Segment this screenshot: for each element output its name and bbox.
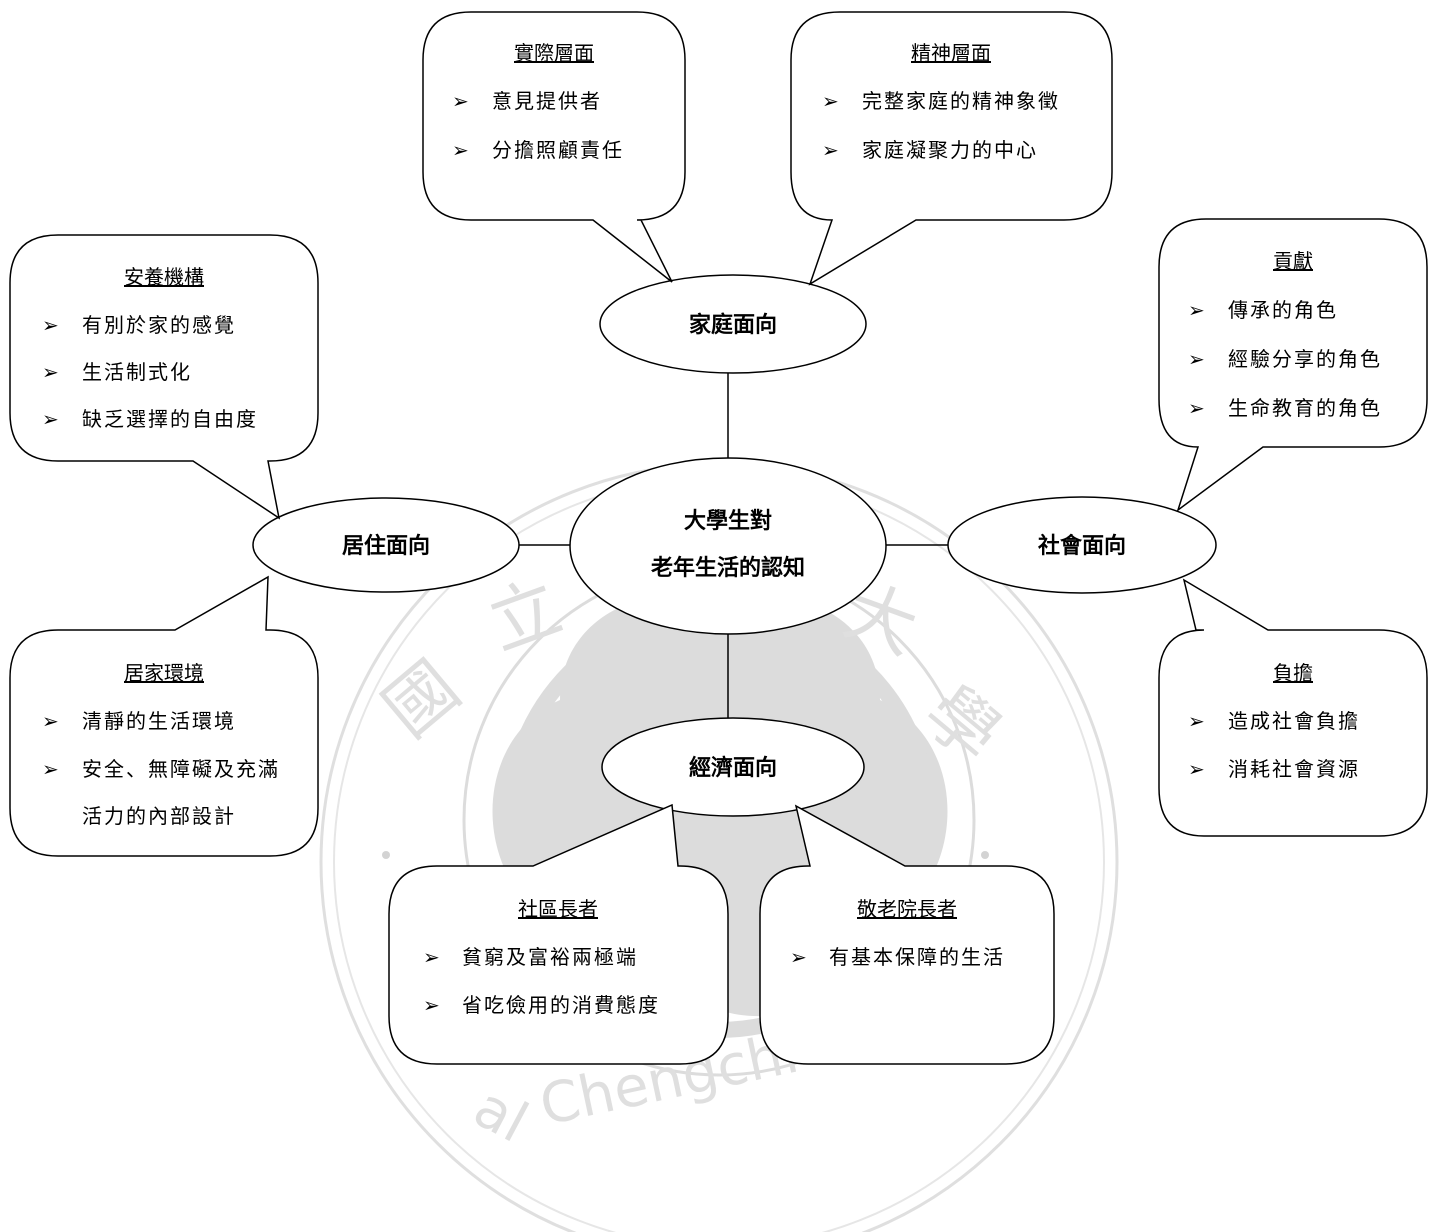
bullet-icon: ➢ (790, 945, 809, 969)
bullet-icon: ➢ (423, 945, 442, 969)
bubble-spiritual: 精神層面 ➢ 完整家庭的精神象徵 ➢ 家庭凝聚力的中心 (790, 11, 1113, 286)
bullet-icon: ➢ (822, 138, 841, 162)
bubble-institution-title: 安養機構 (124, 265, 204, 289)
center-line-1: 大學生對 (684, 508, 772, 534)
bullet-icon: ➢ (42, 757, 61, 781)
bubble-institution-item-3: 缺乏選擇的自由度 (82, 407, 258, 431)
node-living: 居住面向 (252, 497, 520, 593)
node-economic: 經濟面向 (601, 717, 865, 817)
bullet-icon: ➢ (1188, 396, 1207, 420)
family-label: 家庭面向 (689, 312, 777, 338)
bubble-community-item-2: 省吃儉用的消費態度 (462, 993, 660, 1017)
bubble-institution: 安養機構 ➢ 有別於家的感覺 ➢ 生活制式化 ➢ 缺乏選擇的自由度 (9, 234, 319, 520)
social-label: 社會面向 (1038, 533, 1126, 559)
bubble-home-env-title: 居家環境 (124, 661, 204, 685)
bubble-burden: 負擔 ➢ 造成社會負擔 ➢ 消耗社會資源 (1158, 578, 1428, 837)
bubble-practical-item-1: 意見提供者 (492, 89, 602, 113)
bullet-icon: ➢ (822, 89, 841, 113)
bubble-community-item-1: 貧窮及富裕兩極端 (462, 945, 638, 969)
living-label: 居住面向 (342, 533, 430, 559)
bullet-icon: ➢ (1188, 298, 1207, 322)
bullet-icon: ➢ (42, 360, 61, 384)
bubble-nursing-home-item-1: 有基本保障的生活 (829, 945, 1005, 969)
bubble-home-env: 居家環境 ➢ 清靜的生活環境 ➢ 安全、無障礙及充滿 活力的內部設計 (9, 575, 319, 857)
economic-label: 經濟面向 (689, 755, 777, 781)
bullet-icon: ➢ (42, 313, 61, 337)
bubble-contribution-item-1: 傳承的角色 (1228, 298, 1338, 322)
bullet-icon: ➢ (423, 993, 442, 1017)
bubble-burden-title: 負擔 (1273, 661, 1313, 685)
bubble-burden-item-1: 造成社會負擔 (1228, 709, 1360, 733)
bullet-icon: ➢ (1188, 757, 1207, 781)
node-center: 大學生對 老年生活的認知 (569, 457, 887, 635)
bubble-community: 社區長者 ➢ 貧窮及富裕兩極端 ➢ 省吃儉用的消費態度 (388, 803, 729, 1065)
bubble-home-env-item-2: 安全、無障礙及充滿 (82, 757, 280, 781)
bullet-icon: ➢ (42, 709, 61, 733)
bubble-practical-item-2: 分擔照顧責任 (492, 138, 624, 162)
bubble-contribution-title: 貢獻 (1273, 249, 1313, 273)
bubble-nursing-home: 敬老院長者 ➢ 有基本保障的生活 (759, 804, 1055, 1065)
bubble-spiritual-item-1: 完整家庭的精神象徵 (862, 89, 1060, 113)
bubble-home-env-item-1: 清靜的生活環境 (82, 709, 236, 733)
bullet-icon: ➢ (452, 138, 471, 162)
bubble-nursing-home-title: 敬老院長者 (857, 897, 957, 921)
bullet-icon: ➢ (1188, 347, 1207, 371)
bubble-contribution-item-2: 經驗分享的角色 (1228, 347, 1382, 371)
bullet-icon: ➢ (1188, 709, 1207, 733)
bubble-practical-title: 實際層面 (514, 41, 594, 65)
bubble-home-env-item-3: 活力的內部設計 (82, 804, 236, 828)
watermark-english-prefix: al (463, 1075, 538, 1156)
bubble-institution-item-1: 有別於家的感覺 (82, 313, 236, 337)
bubble-contribution: 貢獻 ➢ 傳承的角色 ➢ 經驗分享的角色 ➢ 生命教育的角色 (1158, 218, 1428, 512)
watermark-char-1: 國 (368, 645, 474, 753)
bubble-spiritual-item-2: 家庭凝聚力的中心 (862, 138, 1038, 162)
bubble-institution-item-2: 生活制式化 (82, 360, 192, 384)
bubble-contribution-item-3: 生命教育的角色 (1228, 396, 1382, 420)
node-social: 社會面向 (947, 496, 1217, 594)
bubble-practical: 實際層面 ➢ 意見提供者 ➢ 分擔照顧責任 (422, 11, 686, 283)
bullet-icon: ➢ (452, 89, 471, 113)
bubble-burden-item-2: 消耗社會資源 (1228, 757, 1360, 781)
connectors (518, 372, 948, 718)
bullet-icon: ➢ (42, 407, 61, 431)
bubble-community-title: 社區長者 (518, 897, 598, 921)
node-family: 家庭面向 (599, 274, 867, 374)
bubble-spiritual-title: 精神層面 (911, 41, 991, 65)
center-line-2: 老年生活的認知 (650, 555, 805, 581)
watermark-char-2: 立 (478, 565, 572, 666)
